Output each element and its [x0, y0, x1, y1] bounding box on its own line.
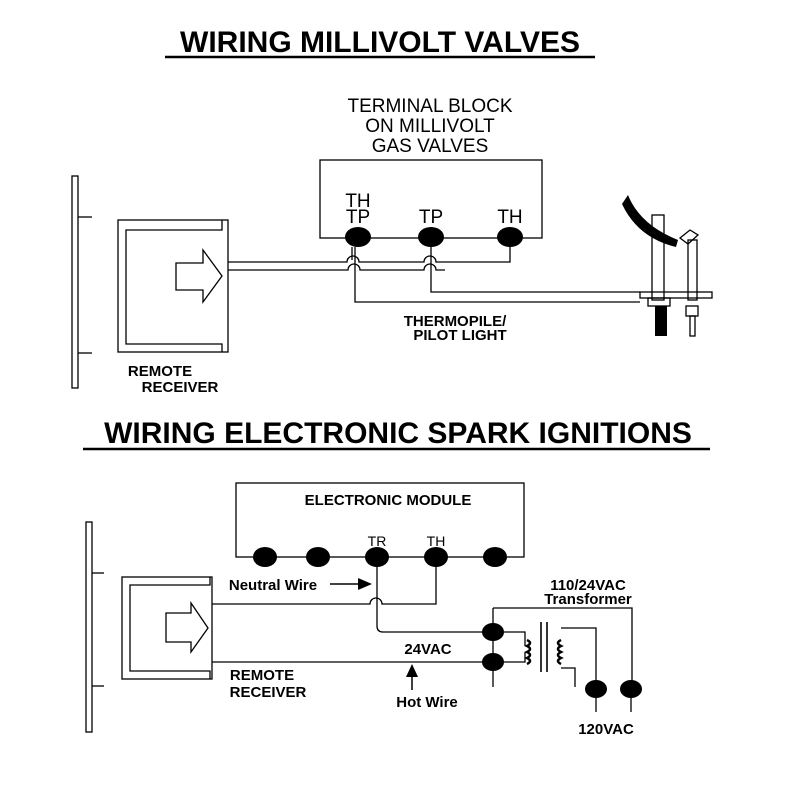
terminal-label-tp2: TP — [419, 207, 443, 228]
terminal-tr — [365, 547, 389, 567]
terminal-tp — [418, 227, 444, 247]
wall-plate-1 — [71, 175, 79, 389]
receiver-arrow-icon-2 — [165, 600, 209, 655]
terminal-block-label-line2: ON MILLIVOLT — [365, 116, 495, 137]
terminal-label-th: TH — [345, 191, 370, 212]
millivolt-title: WIRING MILLIVOLT VALVES — [180, 26, 580, 59]
millivolt-section: WIRING MILLIVOLT VALVES TERMINAL BLOCK O… — [71, 26, 713, 396]
neutral-wire-arrow — [358, 578, 372, 590]
thermopile-label-line2: PILOT LIGHT — [413, 327, 506, 344]
receiver-arrow-icon-1 — [175, 248, 223, 304]
thermopile-label-line1: THERMOPILE/ — [404, 313, 507, 330]
spark-section: WIRING ELECTRONIC SPARK IGNITIONS ELECTR… — [83, 417, 710, 738]
vac24-label: 24VAC — [404, 641, 451, 658]
remote-receiver-label-1-line1: REMOTE — [128, 363, 192, 380]
terminal-label-th-module: TH — [427, 533, 446, 549]
hot-wire-label: Hot Wire — [396, 694, 458, 711]
terminal-label-tp: TP — [346, 207, 370, 228]
hot-wire-arrow — [406, 664, 418, 677]
terminal-th — [497, 227, 523, 247]
remote-receiver-label-2-line1: REMOTE — [230, 667, 294, 684]
wall-plate-2 — [85, 521, 93, 733]
vac120-label: 120VAC — [578, 721, 634, 738]
spark-title: WIRING ELECTRONIC SPARK IGNITIONS — [104, 417, 692, 450]
terminal-th-tp — [345, 227, 371, 247]
terminal-block-label-line1: TERMINAL BLOCK — [347, 96, 512, 117]
terminal-block-label-line3: GAS VALVES — [372, 136, 489, 157]
electronic-module-label: ELECTRONIC MODULE — [305, 492, 472, 509]
transformer-label-line1: 110/24VAC — [550, 577, 626, 594]
remote-receiver-label-1-line2: RECEIVER — [142, 379, 219, 396]
transformer-label-line2: Transformer — [544, 591, 632, 608]
terminal-label-th2: TH — [497, 207, 522, 228]
terminal-label-tr: TR — [368, 533, 387, 549]
remote-receiver-1 — [117, 219, 229, 353]
remote-receiver-label-2-line2: RECEIVER — [230, 684, 307, 701]
pilot-burner-icon — [622, 195, 713, 337]
transformer-icon — [492, 607, 633, 687]
neutral-wire-label: Neutral Wire — [229, 577, 317, 594]
remote-receiver-2 — [121, 576, 213, 680]
terminal-th-module — [424, 547, 448, 567]
